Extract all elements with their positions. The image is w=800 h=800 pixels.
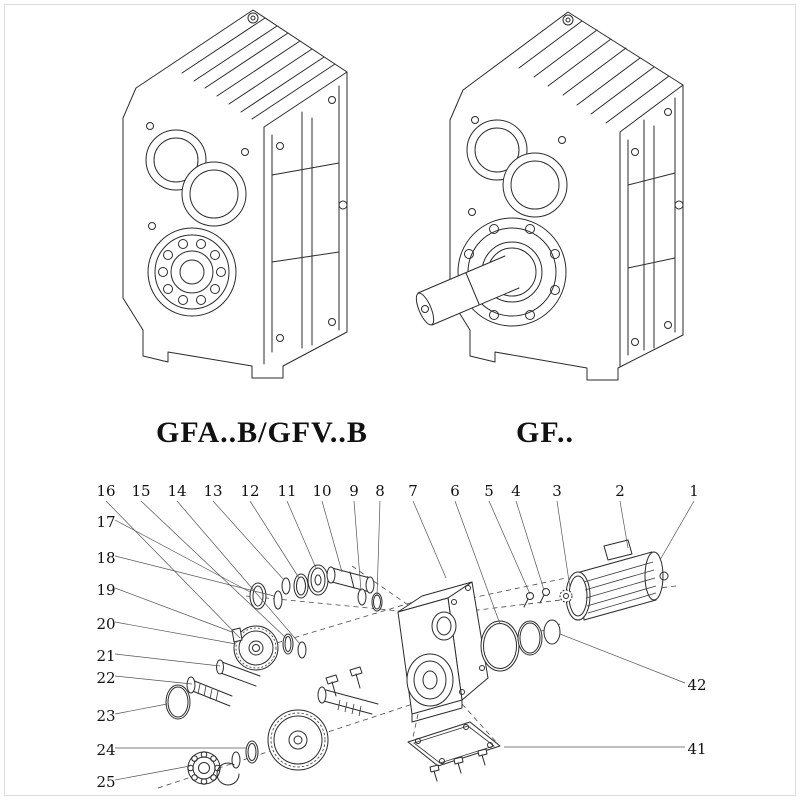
side-rib-panel bbox=[271, 85, 348, 353]
part-number-6: 6 bbox=[450, 482, 460, 500]
part-number-24: 24 bbox=[96, 741, 115, 759]
intermediate-shaft bbox=[216, 659, 261, 687]
part-number-10: 10 bbox=[312, 482, 331, 500]
ring bbox=[543, 619, 561, 645]
part-number-14: 14 bbox=[167, 482, 186, 500]
part-number-3: 3 bbox=[552, 482, 562, 500]
gear-housing bbox=[397, 581, 489, 723]
bolt bbox=[325, 674, 339, 697]
motor-pinion bbox=[559, 589, 573, 603]
ring bbox=[517, 620, 543, 656]
output-ball-bearing bbox=[147, 227, 237, 317]
washer bbox=[281, 577, 291, 595]
part-number-42: 42 bbox=[687, 676, 706, 694]
end-cap bbox=[249, 582, 267, 610]
intermediate-gear-parts bbox=[165, 625, 307, 720]
part-number-23: 23 bbox=[96, 707, 115, 725]
part-number-12: 12 bbox=[240, 482, 259, 500]
housing-silhouette bbox=[449, 11, 684, 381]
leader-lines bbox=[105, 500, 695, 781]
part-number-16: 16 bbox=[96, 482, 115, 500]
output-gear-parts bbox=[187, 666, 379, 786]
terminal-box bbox=[603, 539, 633, 561]
seal-rings bbox=[480, 588, 561, 672]
left-gearbox-drawing bbox=[122, 9, 348, 379]
bolt bbox=[429, 764, 440, 782]
input-bores bbox=[145, 122, 249, 230]
cooling-fins bbox=[518, 20, 670, 124]
bolt bbox=[349, 666, 363, 689]
part-number-7: 7 bbox=[408, 482, 418, 500]
part-number-11: 11 bbox=[277, 482, 296, 500]
part-number-18: 18 bbox=[96, 549, 115, 567]
part-number-20: 20 bbox=[96, 615, 115, 633]
part-number-labels: 16 15 14 13 12 11 10 9 8 7 6 5 4 3 2 1 1… bbox=[96, 482, 706, 791]
motor bbox=[559, 539, 669, 621]
model-label-gfab-gfvb: GFA..B/GFV..B bbox=[156, 416, 368, 449]
lifting-hole bbox=[247, 12, 259, 24]
part-number-15: 15 bbox=[131, 482, 150, 500]
gasket-and-bolts bbox=[407, 721, 501, 782]
motor-fins bbox=[583, 561, 657, 614]
model-label-gf: GF.. bbox=[516, 416, 574, 449]
bolt bbox=[477, 748, 488, 766]
part-number-21: 21 bbox=[96, 647, 115, 665]
part-number-19: 19 bbox=[96, 581, 115, 599]
cooling-fins bbox=[181, 17, 336, 120]
part-number-13: 13 bbox=[203, 482, 222, 500]
part-number-2: 2 bbox=[615, 482, 625, 500]
bolt bbox=[523, 592, 534, 608]
right-gearbox-drawing bbox=[415, 11, 684, 381]
part-number-17: 17 bbox=[96, 513, 115, 531]
side-rib-panel bbox=[627, 97, 684, 356]
input-shaft bbox=[326, 566, 375, 594]
ball-bearing bbox=[187, 751, 221, 785]
retaining-ring bbox=[231, 751, 241, 769]
part-number-9: 9 bbox=[349, 482, 359, 500]
part-number-8: 8 bbox=[375, 482, 385, 500]
o-ring bbox=[480, 620, 520, 672]
washer bbox=[357, 588, 367, 606]
part-number-4: 4 bbox=[511, 482, 521, 500]
exploded-view: 16 15 14 13 12 11 10 9 8 7 6 5 4 3 2 1 1… bbox=[96, 482, 706, 791]
output-pinion-shaft bbox=[317, 686, 379, 717]
part-number-41: 41 bbox=[687, 740, 706, 758]
part-number-1: 1 bbox=[689, 482, 699, 500]
input-bores bbox=[466, 116, 568, 218]
output-shaft bbox=[415, 255, 520, 326]
input-shaft-parts bbox=[249, 564, 383, 612]
bolt bbox=[539, 588, 550, 604]
retaining-ring bbox=[297, 641, 307, 659]
part-number-5: 5 bbox=[484, 482, 494, 500]
circlip bbox=[216, 762, 240, 786]
part-number-22: 22 bbox=[96, 669, 115, 687]
bolt bbox=[453, 756, 464, 774]
oil-seal bbox=[165, 684, 191, 720]
motor-body bbox=[579, 551, 657, 621]
lifting-hole bbox=[562, 14, 574, 26]
part-number-25: 25 bbox=[96, 773, 115, 791]
washer bbox=[273, 590, 283, 610]
pinion-shaft bbox=[186, 676, 233, 707]
